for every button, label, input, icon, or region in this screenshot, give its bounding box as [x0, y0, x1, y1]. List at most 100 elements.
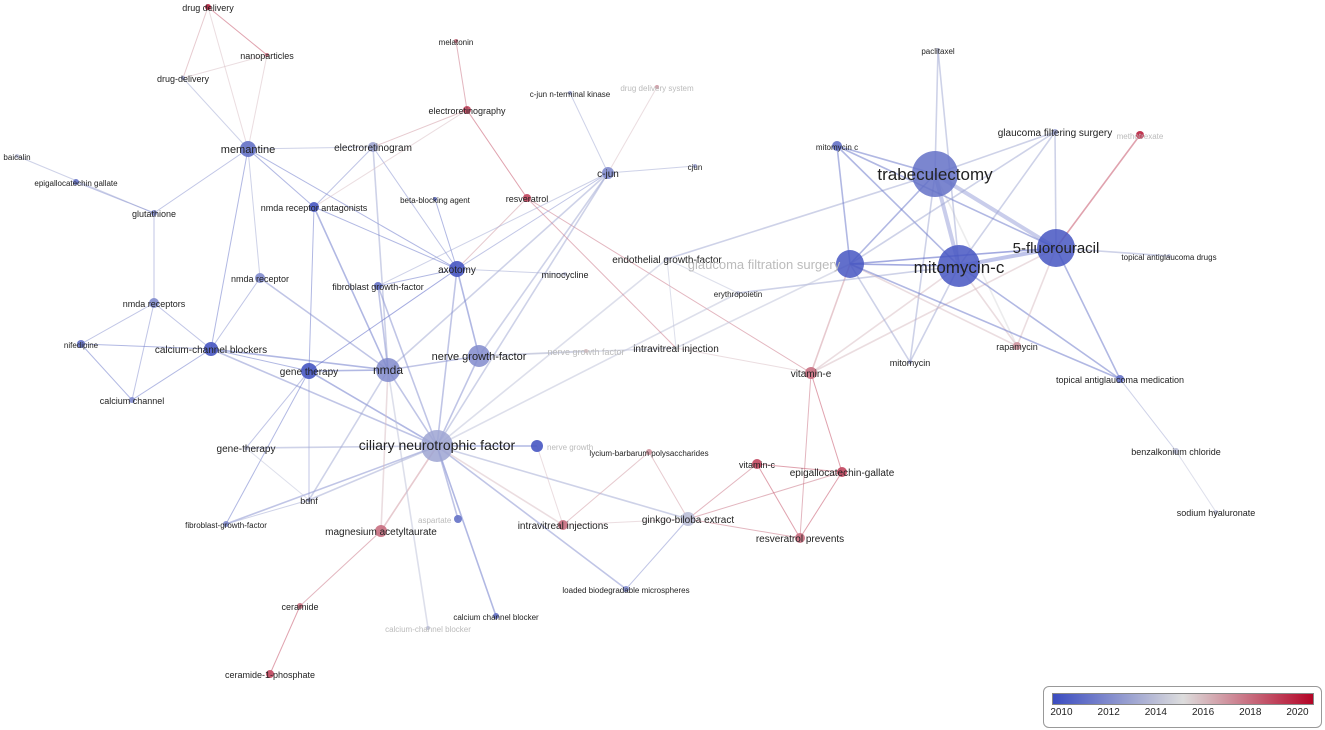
node-nanoparticles[interactable] — [265, 53, 269, 57]
node-label-topical-antiglaucoma-drugs: topical antiglaucoma drugs — [1121, 253, 1216, 262]
node-axotomy[interactable] — [449, 261, 465, 277]
edge-memantine-axotomy — [247, 148, 458, 270]
node-glaucoma-filtering-surgery[interactable] — [1052, 129, 1058, 135]
node-label-calcium-channel-blocker-a: calcium channel blocker — [453, 613, 539, 622]
node-mitomycin-c[interactable] — [938, 245, 980, 287]
edge-endothelial-growth-factor-erythropoietin — [666, 258, 739, 294]
node-topical-antiglaucoma-drugs[interactable] — [1167, 254, 1171, 258]
node-ciliary-neurotrophic-factor[interactable] — [421, 430, 453, 462]
node-gene-therapy-a[interactable] — [301, 363, 317, 379]
node-label-benzalkonium-chloride: benzalkonium chloride — [1131, 447, 1221, 457]
node-egcg-a[interactable] — [73, 179, 79, 185]
node-label-paclitaxel: paclitaxel — [921, 47, 955, 56]
node-paclitaxel[interactable] — [936, 48, 940, 52]
node-nerve-growth-small[interactable] — [531, 440, 543, 452]
edge-electroretinogram-nmda-receptor-antagonists — [313, 146, 374, 208]
edge-egcg-b-resveratrol-prevents — [799, 471, 843, 539]
node-baicalin[interactable] — [15, 154, 19, 158]
edge-calcium-channel-blockers-gene-therapy-a — [210, 348, 310, 372]
edge-calcium-channel-blockers-ciliary-neurotrophic-factor — [210, 348, 438, 447]
node-label-intravitreal-injections: intravitreal injections — [518, 521, 609, 532]
node-nmda[interactable] — [376, 358, 400, 382]
node-electroretinogram[interactable] — [368, 142, 378, 152]
node-ginkgo[interactable] — [681, 512, 695, 526]
node-rapamycin[interactable] — [1013, 342, 1021, 350]
edge-electroretinography-nmda-receptor-antagonists — [313, 109, 468, 208]
edge-ginkgo-vitamin-c — [687, 463, 758, 520]
node-label-topical-antiglaucoma-medication: topical antiglaucoma medication — [1056, 375, 1184, 385]
edge-magnesium-acetyltaurate-ceramide — [299, 530, 382, 607]
node-drug-delivery-b[interactable] — [181, 76, 185, 80]
node-intravitreal-injection[interactable] — [674, 346, 678, 350]
node-egcg-b[interactable] — [837, 467, 847, 477]
node-nifedipine[interactable] — [77, 340, 85, 348]
edge-axotomy-nerve-growth-factor-a — [456, 268, 480, 357]
node-mitomycin-c-small[interactable] — [832, 141, 842, 151]
node-calcium-channel[interactable] — [129, 397, 135, 403]
node-label-microspheres: loaded biodegradable microspheres — [562, 586, 689, 595]
legend-tick-2010: 2010 — [1050, 707, 1073, 718]
node-5-fluorouracil[interactable] — [1037, 229, 1075, 267]
node-ceramide[interactable] — [297, 603, 303, 609]
node-minocycline[interactable] — [563, 272, 567, 276]
node-resveratrol-prevents[interactable] — [795, 533, 805, 543]
node-label-fibroblast-growth-factor-a: fibroblast growth-factor — [332, 282, 424, 292]
node-gene-therapy-b[interactable] — [244, 446, 248, 450]
node-memantine[interactable] — [240, 141, 256, 157]
node-calcium-channel-blockers[interactable] — [204, 342, 218, 356]
legend-tick-2012: 2012 — [1097, 707, 1120, 718]
node-topical-antiglaucoma-medication[interactable] — [1116, 375, 1124, 383]
node-intravitreal-injections[interactable] — [558, 520, 568, 530]
node-vitamin-e[interactable] — [805, 367, 817, 379]
node-magnesium-acetyltaurate[interactable] — [375, 525, 387, 537]
node-microspheres[interactable] — [623, 586, 629, 592]
node-endothelial-growth-factor[interactable] — [665, 257, 669, 261]
node-drug-delivery-system[interactable] — [655, 85, 659, 89]
node-resveratrol[interactable] — [523, 194, 531, 202]
node-nerve-growth-factor-b[interactable] — [584, 349, 588, 353]
edge-nanoparticles-drug-delivery-b — [182, 54, 268, 79]
edge-endothelial-growth-factor-ciliary-neurotrophic-factor — [436, 258, 668, 447]
node-nmda-receptor-antagonists[interactable] — [309, 202, 319, 212]
edge-bdnf-fibroblast-growth-factor-b — [225, 499, 310, 525]
node-label-cjun-b: cjun — [688, 163, 703, 172]
node-label-ceramide-1-phosphate: ceramide-1-phosphate — [225, 670, 315, 680]
node-bdnf[interactable] — [307, 498, 311, 502]
edge-5-fluorouracil-mitomycin-c-small — [836, 145, 1057, 249]
node-mitomycin[interactable] — [908, 360, 912, 364]
node-label-electroretinogram: electroretinogram — [334, 143, 412, 154]
node-lycium[interactable] — [646, 449, 652, 455]
node-methotrexate[interactable] — [1136, 131, 1144, 139]
node-glutathione[interactable] — [151, 210, 157, 216]
node-ceramide-1-phosphate[interactable] — [266, 670, 274, 678]
node-glaucoma-filtration-surgery[interactable] — [836, 250, 864, 278]
node-nerve-growth-factor-a[interactable] — [468, 345, 490, 367]
edge-fibroblast-growth-factor-a-ciliary-neurotrophic-factor — [377, 285, 438, 447]
node-vitamin-c[interactable] — [752, 459, 762, 469]
node-label-endothelial-growth-factor: endothelial growth-factor — [612, 255, 722, 266]
node-cjun-a[interactable] — [602, 167, 614, 179]
node-cjun-b[interactable] — [693, 164, 697, 168]
edge-benzalkonium-chloride-sodium-hyaluronate — [1175, 450, 1217, 513]
node-melatonin[interactable] — [454, 39, 458, 43]
node-aspartate[interactable] — [454, 515, 462, 523]
node-fibroblast-growth-factor-a[interactable] — [374, 282, 382, 290]
node-benzalkonium-chloride[interactable] — [1173, 448, 1179, 454]
node-sodium-hyaluronate[interactable] — [1214, 510, 1218, 514]
node-beta-blocking-agent[interactable] — [433, 197, 437, 201]
node-label-magnesium-acetyltaurate: magnesium acetyltaurate — [325, 527, 437, 538]
node-erythropoietin[interactable] — [736, 291, 740, 295]
edge-drug-delivery-a-memantine — [207, 6, 249, 150]
node-nmda-receptors[interactable] — [149, 298, 159, 308]
node-drug-delivery-a[interactable] — [205, 4, 211, 10]
node-fibroblast-growth-factor-b[interactable] — [223, 521, 229, 527]
node-cjun-kinase[interactable] — [568, 91, 572, 95]
node-trabeculectomy[interactable] — [912, 151, 958, 197]
node-calcium-channel-blocker-a[interactable] — [493, 613, 499, 619]
node-nmda-receptor[interactable] — [255, 273, 265, 283]
node-electroretinography[interactable] — [463, 106, 471, 114]
node-label-electroretinography: electroretinography — [428, 106, 506, 116]
edge-nanoparticles-memantine — [247, 54, 268, 150]
node-label-ginkgo: ginkgo-biloba extract — [642, 515, 734, 526]
node-calcium-channel-blocker-b[interactable] — [426, 626, 430, 630]
